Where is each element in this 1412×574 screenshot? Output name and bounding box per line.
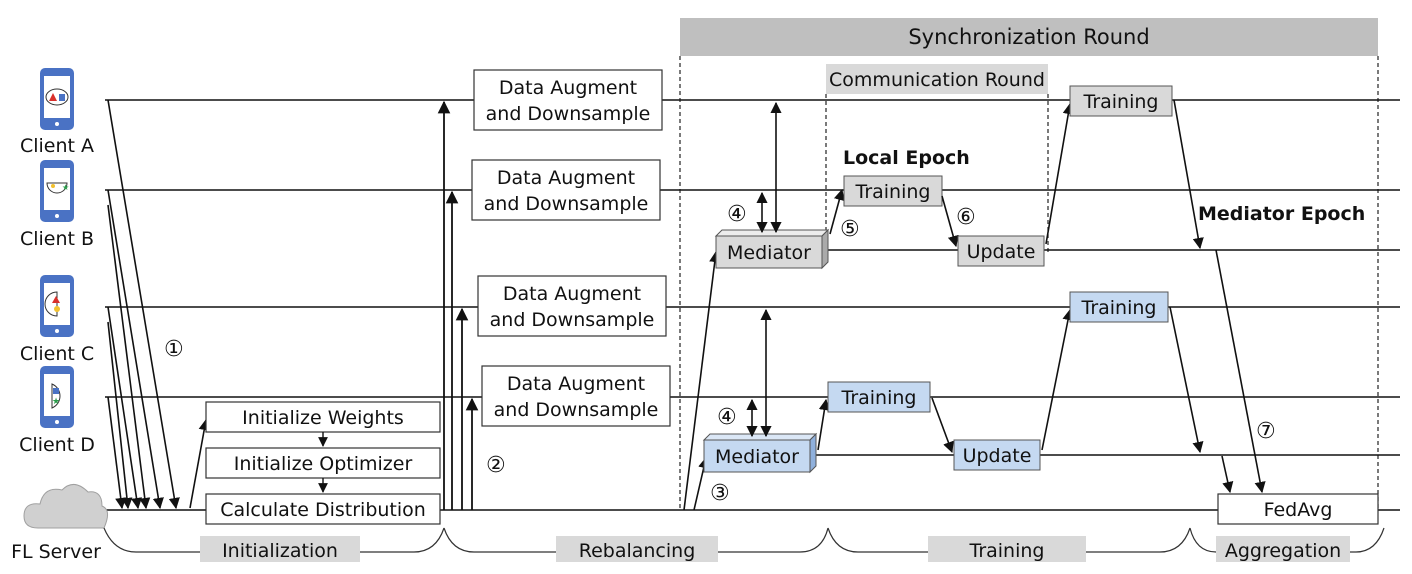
- init-arrow-b1: [107, 189, 164, 510]
- step-4-top: ④: [727, 202, 747, 227]
- svg-text:and Downsample: and Downsample: [490, 309, 655, 331]
- training-c-box: [1069, 291, 1169, 323]
- phone-client-c: [40, 275, 74, 337]
- init-arrow-b2: [107, 204, 151, 510]
- phase-training-bg: [928, 536, 1086, 562]
- svg-text:Update: Update: [963, 445, 1032, 467]
- svg-text:Mediator: Mediator: [715, 446, 799, 468]
- init-arrow-c2: [107, 321, 133, 510]
- phone-client-a: [40, 68, 74, 130]
- comm-round-banner: [826, 64, 1048, 94]
- mediator-to-training-d: [817, 398, 830, 451]
- augment-box-b: Data Augment and Downsample: [471, 159, 661, 221]
- init-arrow-c1: [107, 306, 143, 510]
- phase-rebalancing-bg: [556, 536, 718, 562]
- svg-text:Update: Update: [967, 241, 1036, 263]
- step-1: ①: [164, 337, 184, 362]
- step-7: ⑦: [1256, 419, 1276, 444]
- calc-distribution-box: [205, 493, 441, 525]
- step-2: ②: [486, 453, 506, 478]
- update-to-training-c: [1041, 308, 1074, 451]
- training-to-update-b: [941, 195, 959, 248]
- phone-client-b: ★: [40, 160, 74, 222]
- client-c-label: Client C: [20, 343, 94, 365]
- svg-text:★: ★: [62, 183, 69, 192]
- phase-rebalancing: Rebalancing: [579, 540, 696, 562]
- augment-box-c: Data Augment and Downsample: [477, 275, 667, 337]
- svg-text:★: ★: [52, 397, 60, 407]
- calc-distribution-label: Calculate Distribution: [220, 499, 426, 521]
- phone-client-d: ★: [40, 366, 74, 428]
- fedavg-box: [1217, 493, 1379, 525]
- mediator-epoch-label: Mediator Epoch: [1198, 203, 1365, 225]
- svg-text:Data Augment: Data Augment: [503, 283, 641, 305]
- svg-text:and Downsample: and Downsample: [494, 399, 659, 421]
- svg-text:FedAvg: FedAvg: [1264, 499, 1333, 521]
- update-b-box: [957, 235, 1045, 267]
- init-weights-label: Initialize Weights: [242, 407, 404, 429]
- client-a-label: Client A: [20, 135, 94, 157]
- init-optimizer-box: [205, 447, 441, 479]
- training-a-to-mediator: [1173, 99, 1204, 250]
- svg-text:and Downsample: and Downsample: [484, 193, 649, 215]
- cloud-icon: [23, 484, 108, 529]
- step-4-bottom: ④: [717, 405, 737, 430]
- step-5: ⑤: [840, 217, 860, 242]
- mediator-to-training-b: [829, 188, 845, 235]
- sync-round-title: Synchronization Round: [908, 25, 1149, 49]
- step-3: ③: [710, 481, 730, 506]
- step-6: ⑥: [956, 205, 976, 230]
- init-arrow-server-up: [189, 418, 210, 509]
- phase-initialization-bg: [200, 536, 360, 562]
- training-to-update-d: [931, 397, 954, 454]
- phase-training: Training: [969, 540, 1045, 562]
- training-c-to-mediator: [1169, 306, 1204, 454]
- update-to-training-a: [1045, 102, 1074, 245]
- svg-text:Data Augment: Data Augment: [507, 373, 645, 395]
- mediator-b-to-fedavg: [1215, 249, 1266, 494]
- comm-round-title: Communication Round: [829, 69, 1045, 91]
- svg-text:Data Augment: Data Augment: [499, 77, 637, 99]
- server-to-mediator-top: [683, 250, 721, 511]
- svg-text:Data Augment: Data Augment: [497, 167, 635, 189]
- training-b-box: [843, 175, 943, 207]
- svg-text:Training: Training: [841, 387, 917, 409]
- phase-aggregation: Aggregation: [1225, 540, 1341, 562]
- svg-text:and Downsample: and Downsample: [486, 103, 651, 125]
- phase-aggregation-bg: [1216, 536, 1350, 562]
- client-d-label: Client D: [19, 434, 95, 456]
- svg-text:Training: Training: [1081, 297, 1157, 319]
- training-d-box: [827, 381, 931, 413]
- svg-text:Training: Training: [855, 181, 931, 203]
- mediator-bottom: Mediator: [702, 432, 818, 474]
- svg-text:Training: Training: [1083, 91, 1159, 113]
- init-arrow-a1: [107, 99, 180, 510]
- local-epoch-label: Local Epoch: [843, 147, 970, 169]
- server-label: FL Server: [11, 541, 101, 563]
- init-arrow-d1: [107, 396, 127, 510]
- augment-box-a: Data Augment and Downsample: [473, 69, 663, 131]
- mediator-d-to-fedavg: [1221, 455, 1234, 494]
- training-a-box: [1069, 85, 1173, 117]
- init-optimizer-label: Initialize Optimizer: [234, 453, 413, 475]
- sync-round-banner: [680, 18, 1378, 56]
- update-d-box: [953, 439, 1041, 471]
- mediator-top: Mediator: [714, 228, 830, 270]
- client-b-label: Client B: [20, 228, 94, 250]
- svg-text:Mediator: Mediator: [727, 242, 811, 264]
- augment-box-d: Data Augment and Downsample: [481, 365, 671, 427]
- phase-initialization: Initialization: [222, 540, 338, 562]
